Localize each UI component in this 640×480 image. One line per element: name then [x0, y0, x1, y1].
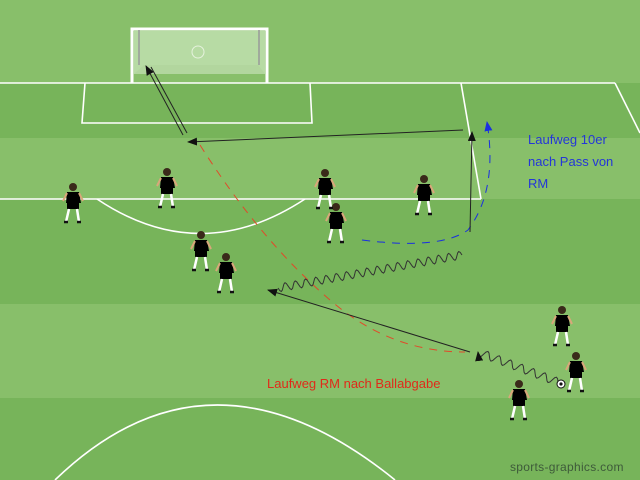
annotation-rm-run: Laufweg RM nach Ballabgabe [267, 376, 441, 391]
annotation-line: RM [528, 176, 549, 191]
run-rm [199, 144, 466, 353]
run-10er [361, 121, 493, 244]
annotation-line: nach Pass von [528, 154, 614, 169]
annotation-10er-run: Laufweg 10er nach Pass von RM [528, 129, 613, 195]
passes [145, 65, 476, 353]
dribbles [277, 250, 559, 384]
goal [130, 27, 269, 83]
watermark-credit: sports-graphics.com [510, 460, 624, 474]
annotation-line: Laufweg 10er [528, 132, 607, 147]
ball [556, 379, 566, 389]
